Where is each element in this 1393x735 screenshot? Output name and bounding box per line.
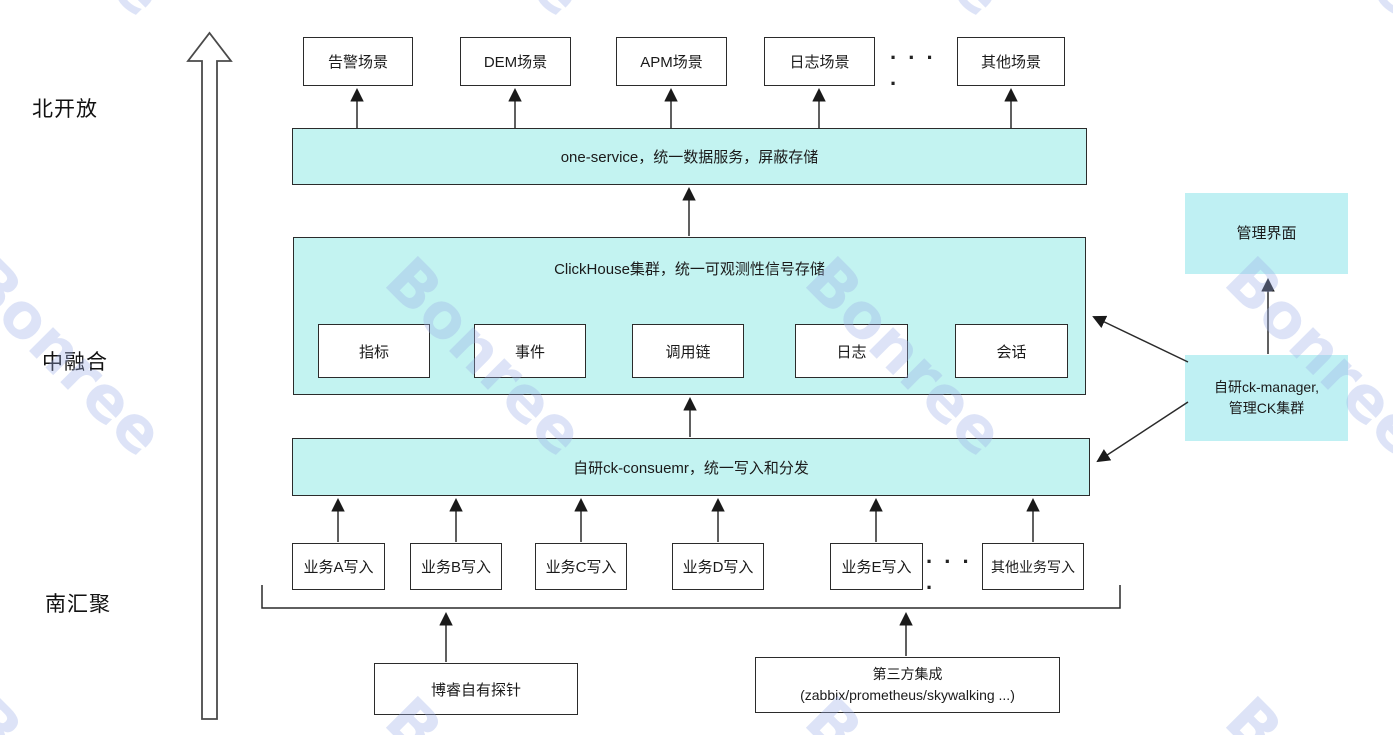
signal-box-events: 事件: [474, 324, 586, 378]
scenario-box-dem: DEM场景: [460, 37, 571, 86]
layer-label-north: 北开放: [32, 98, 98, 121]
bonree-watermark: Bonree: [1211, 0, 1393, 31]
bonree-watermark: Bonree: [791, 0, 1019, 31]
ingest-box-b: 业务B写入: [410, 543, 502, 590]
management-ui-box: 管理界面: [1185, 193, 1348, 274]
ingest-box-other: 其他业务写入: [982, 543, 1084, 590]
ingest-box-a: 业务A写入: [292, 543, 385, 590]
scenario-ellipsis: . . . .: [890, 39, 936, 90]
signal-box-metrics: 指标: [318, 324, 430, 378]
ck-manager-line2: 管理CK集群: [1228, 400, 1305, 416]
bonree-watermark: Bonree: [0, 682, 179, 735]
axis-up-arrow: [186, 31, 233, 720]
ingest-box-d: 业务D写入: [672, 543, 764, 590]
one-service-bar: one-service，统一数据服务，屏蔽存储: [292, 128, 1087, 185]
layer-label-south: 南汇聚: [45, 593, 111, 616]
ck-consumer-bar: 自研ck-consuemr，统一写入和分发: [292, 438, 1090, 496]
ck-manager-box: 自研ck-manager, 管理CK集群: [1185, 355, 1348, 441]
signal-box-traces: 调用链: [632, 324, 744, 378]
third-party-title: 第三方集成: [872, 666, 943, 682]
source-box-third-party: 第三方集成 (zabbix/prometheus/skywalking ...): [755, 657, 1060, 713]
ingest-box-c: 业务C写入: [535, 543, 627, 590]
bonree-watermark: Bonree: [0, 0, 179, 31]
layer-label-middle: 中融合: [42, 351, 108, 374]
third-party-subtitle: (zabbix/prometheus/skywalking ...): [800, 687, 1015, 703]
ck-manager-line1: 自研ck-manager,: [1213, 379, 1320, 395]
source-box-bonree-probe: 博睿自有探针: [374, 663, 578, 715]
scenario-box-log: 日志场景: [764, 37, 875, 86]
bonree-watermark: Bonree: [371, 0, 599, 31]
signal-box-sessions: 会话: [955, 324, 1068, 378]
signal-box-logs: 日志: [795, 324, 908, 378]
scenario-box-other: 其他场景: [957, 37, 1065, 86]
scenario-box-alert: 告警场景: [303, 37, 413, 86]
scenario-box-apm: APM场景: [616, 37, 727, 86]
ingest-ellipsis: . . . .: [926, 543, 972, 594]
bonree-watermark: Bonree: [1211, 682, 1393, 735]
clickhouse-title: ClickHouse集群，统一可观测性信号存储: [554, 261, 825, 278]
ingest-box-e: 业务E写入: [830, 543, 923, 590]
